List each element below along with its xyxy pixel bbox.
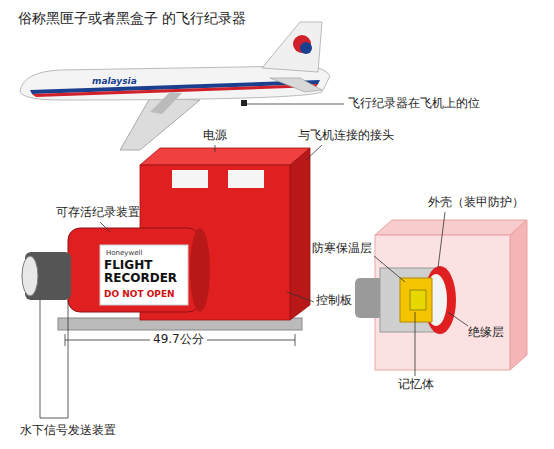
part-label: 防寒保温层 [312,242,372,256]
title: 俗称黑匣子或者黑盒子 的飞行纪录器 [18,10,246,26]
flight-recorder [22,145,322,418]
part-label: 水下信号发送装置 [20,424,116,438]
dimension-label: 49.7公分 [150,333,207,347]
recorder-cutaway [355,212,527,376]
part-label: 电源 [203,129,227,143]
part-label: 控制板 [316,294,352,308]
part-label: 外壳（装甲防护） [428,196,524,210]
device-text: DO NOT OPEN [104,289,175,299]
airplane [20,22,344,150]
part-label: 可存活纪录装置 [56,206,140,220]
part-label: 记忆体 [398,378,434,392]
part-label: 飞行纪录器在飞机上的位 [348,97,480,111]
part-label: 与飞机连接的接头 [298,129,394,143]
part-label: 绝缘层 [468,326,504,340]
logo-text: malaysia [92,76,137,86]
brand-text: Honeywell [106,249,142,257]
device-text: FLIGHT RECORDER [104,259,184,285]
